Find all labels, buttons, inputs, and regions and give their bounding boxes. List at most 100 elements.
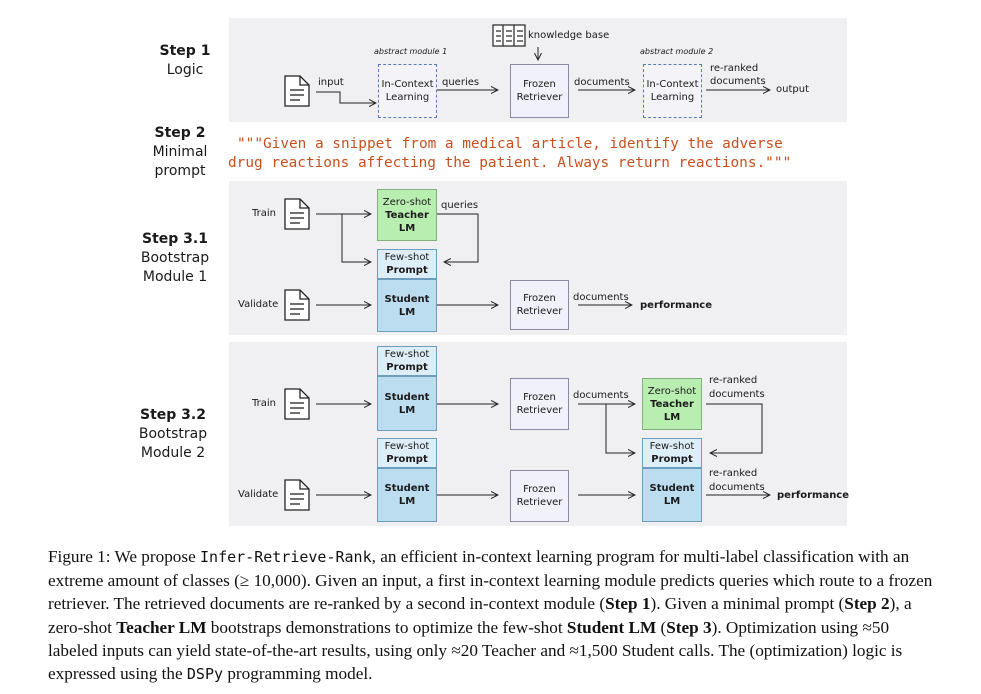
- fewshot-b2-3-line1: Few-shot: [649, 441, 695, 452]
- icl2-line2: Learning: [650, 92, 695, 103]
- knowledge-base-label: knowledge base: [528, 30, 610, 41]
- step2-subtitle-1: Minimal: [152, 144, 208, 160]
- reranked-label-b2-2b: documents: [709, 482, 765, 493]
- caption-bold-1: Step 1: [605, 594, 651, 614]
- train-label-b2: Train: [252, 398, 276, 409]
- prompt-line-1: """Given a snippet from a medical articl…: [237, 136, 783, 152]
- documents-label: documents: [574, 77, 630, 88]
- fewshot-b2-3-line2: Prompt: [651, 454, 693, 465]
- step32-label: Step 3.2 Bootstrap Module 2: [113, 406, 233, 463]
- caption-part-2: , an efficient in-context learning progr…: [48, 547, 933, 614]
- step31-subtitle-2: Module 1: [142, 269, 208, 285]
- document-icon-step1: [284, 75, 310, 107]
- performance-label-b1: performance: [640, 300, 713, 311]
- teacher-b2-line2: Teacher LM: [650, 398, 694, 423]
- teacher-lm-b1: Zero-shot Teacher LM: [377, 189, 437, 241]
- input-label: input: [318, 77, 344, 88]
- step31-subtitle-1: Bootstrap: [140, 250, 210, 266]
- prompt-line-2: drug reactions affecting the patient. Al…: [228, 155, 792, 171]
- fewshot-b2-2-line1: Few-shot: [384, 441, 430, 452]
- reranked-label-b2-2a: re-ranked: [709, 468, 758, 479]
- student-lm-b2-3: Student LM: [642, 468, 702, 522]
- caption-bold-3: Teacher LM: [116, 617, 207, 637]
- icl-module-2: In-Context Learning: [643, 64, 702, 118]
- output-label: output: [776, 84, 809, 95]
- student-b2-1-label: Student LM: [384, 391, 430, 416]
- reranked-label-1: re-ranked: [710, 63, 759, 74]
- reranked-label-b2-1b: documents: [709, 389, 765, 400]
- validate-label-b1: Validate: [238, 299, 279, 310]
- teacher-b1-line1: Zero-shot: [382, 196, 432, 208]
- fewshot-prompt-b2-1: Few-shot Prompt: [377, 346, 437, 376]
- student-b2-3-label: Student LM: [649, 483, 695, 507]
- caption-part-6: (: [656, 617, 667, 637]
- frozen-retriever-b2-1: Frozen Retriever: [510, 378, 569, 430]
- arrow-queries-b1: [437, 213, 479, 262]
- retriever1-line1: Frozen: [523, 79, 556, 90]
- teacher-b1-line2: Teacher LM: [385, 209, 429, 234]
- step2-title: Step 2: [154, 125, 206, 141]
- abstract-module-1-label: abstract module 1: [374, 47, 448, 56]
- caption-code-1: Infer-Retrieve-Rank: [200, 548, 372, 566]
- student-b2-2-label: Student LM: [384, 483, 430, 507]
- caption-part-4: ), a zero-shot: [48, 594, 912, 637]
- fewshot-b1-line2: Prompt: [386, 265, 428, 276]
- icl1-line1: In-Context: [381, 79, 434, 90]
- caption-part-1: Figure 1: We propose: [48, 547, 201, 566]
- fewshot-b2-1-line1: Few-shot: [384, 349, 430, 360]
- caption-bold-2: Step 2: [844, 594, 890, 614]
- caption-bold-4: Student LM: [566, 617, 657, 637]
- icl-module-1: In-Context Learning: [378, 64, 437, 118]
- arrow-input-to-icl1: [316, 91, 376, 103]
- validate-label-b2: Validate: [238, 489, 279, 500]
- icl2-line1: In-Context: [646, 79, 699, 90]
- arrow-train-to-fewshot-b1: [341, 214, 371, 262]
- documents-label-b2: documents: [573, 390, 629, 401]
- fewshot-b2-2-line2: Prompt: [386, 454, 428, 465]
- step1-subtitle: Logic: [166, 62, 204, 78]
- arrow-docs-to-fewshot-b2: [605, 404, 635, 453]
- document-icons: [284, 75, 310, 511]
- student-lm-b2-2: Student LM: [377, 468, 437, 522]
- retriever-b2-2-line1: Frozen: [523, 484, 556, 495]
- step32-subtitle-2: Module 2: [140, 445, 206, 461]
- fewshot-prompt-b2-2: Few-shot Prompt: [377, 438, 437, 468]
- figure-caption: Figure 1: We propose Infer-Retrieve-Rank…: [48, 545, 940, 686]
- document-icon-validate-b2: [284, 479, 310, 511]
- caption-part-8: programming model.: [223, 664, 373, 684]
- train-label-b1: Train: [252, 208, 276, 219]
- performance-label-b2: performance: [777, 490, 850, 501]
- frozen-retriever-step1: Frozen Retriever: [510, 64, 569, 118]
- teacher-lm-b2: Zero-shot Teacher LM: [642, 378, 702, 430]
- step2-subtitle-2: prompt: [154, 163, 206, 179]
- step31-label: Step 3.1 Bootstrap Module 1: [115, 230, 235, 287]
- knowledge-base-icon: [492, 24, 526, 47]
- fewshot-b2-1-line2: Prompt: [386, 362, 428, 373]
- step2-label: Step 2 Minimal prompt: [125, 124, 235, 181]
- retriever-b2-1-line1: Frozen: [523, 392, 556, 403]
- step1-title: Step 1: [159, 43, 211, 59]
- teacher-b2-line1: Zero-shot: [647, 385, 697, 397]
- student-b1-label: Student LM: [384, 293, 430, 318]
- queries-label: queries: [442, 77, 480, 88]
- fewshot-prompt-b2-3: Few-shot Prompt: [642, 438, 702, 468]
- student-lm-b1: Student LM: [377, 279, 437, 332]
- retriever1-line2: Retriever: [516, 92, 563, 103]
- fewshot-b1-line1: Few-shot: [384, 252, 430, 263]
- frozen-retriever-b2-2: Frozen Retriever: [510, 470, 569, 522]
- document-icon-validate-b1: [284, 289, 310, 321]
- reranked-label-2: documents: [710, 76, 766, 87]
- retriever-b1-line1: Frozen: [523, 293, 556, 304]
- caption-part-3: ). Given a minimal prompt (: [650, 594, 845, 614]
- arrow-reranked-to-fewshot-b2: [706, 403, 763, 453]
- queries-label-b1: queries: [441, 200, 479, 211]
- step32-title: Step 3.2: [140, 407, 206, 423]
- step32-subtitle-1: Bootstrap: [138, 426, 208, 442]
- step31-title: Step 3.1: [142, 231, 208, 247]
- step1-label: Step 1 Logic: [130, 42, 240, 80]
- reranked-label-b2-1a: re-ranked: [709, 375, 758, 386]
- student-lm-b2-1: Student LM: [377, 376, 437, 431]
- abstract-module-2-label: abstract module 2: [640, 47, 714, 56]
- document-icon-train-b2: [284, 388, 310, 420]
